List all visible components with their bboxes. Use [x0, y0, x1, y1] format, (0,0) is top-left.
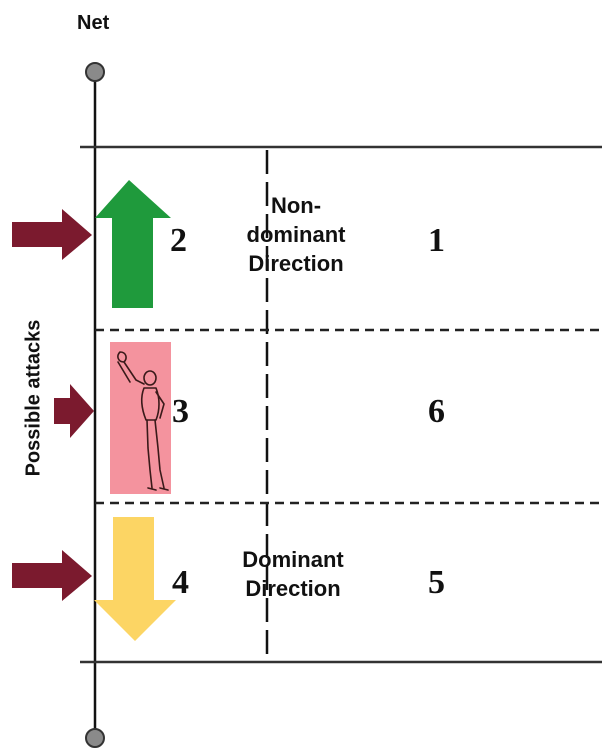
player-box — [110, 342, 171, 494]
possible-attacks-label: Possible attacks — [22, 319, 45, 477]
dominant-line-2: Direction — [245, 576, 341, 601]
net-label: Net — [77, 12, 110, 34]
attack-arrow-icon — [54, 384, 94, 438]
zone-number-1: 1 — [428, 222, 445, 259]
net-post-icon — [85, 62, 105, 82]
attack-arrow-icon — [12, 550, 92, 601]
zone-number-4: 4 — [172, 564, 189, 601]
non-dominant-line-2: dominant — [246, 222, 346, 247]
dominant-line-1: Dominant — [242, 547, 344, 572]
player-figure-icon — [117, 351, 169, 491]
non-dominant-direction-label: Non- dominant Direction — [226, 191, 366, 278]
zone-number-3: 3 — [172, 393, 189, 430]
net-post-icon — [85, 728, 105, 748]
non-dominant-line-1: Non- — [270, 193, 322, 218]
zone-number-6: 6 — [428, 393, 445, 430]
non-dominant-line-3: Direction — [248, 251, 344, 276]
attack-arrow-icon — [12, 209, 92, 260]
zone-number-2: 2 — [170, 222, 187, 259]
yellow-down-arrow-icon — [94, 517, 176, 641]
dominant-direction-label: Dominant Direction — [218, 545, 368, 603]
zone-number-5: 5 — [428, 564, 445, 601]
green-up-arrow-icon — [95, 180, 171, 308]
